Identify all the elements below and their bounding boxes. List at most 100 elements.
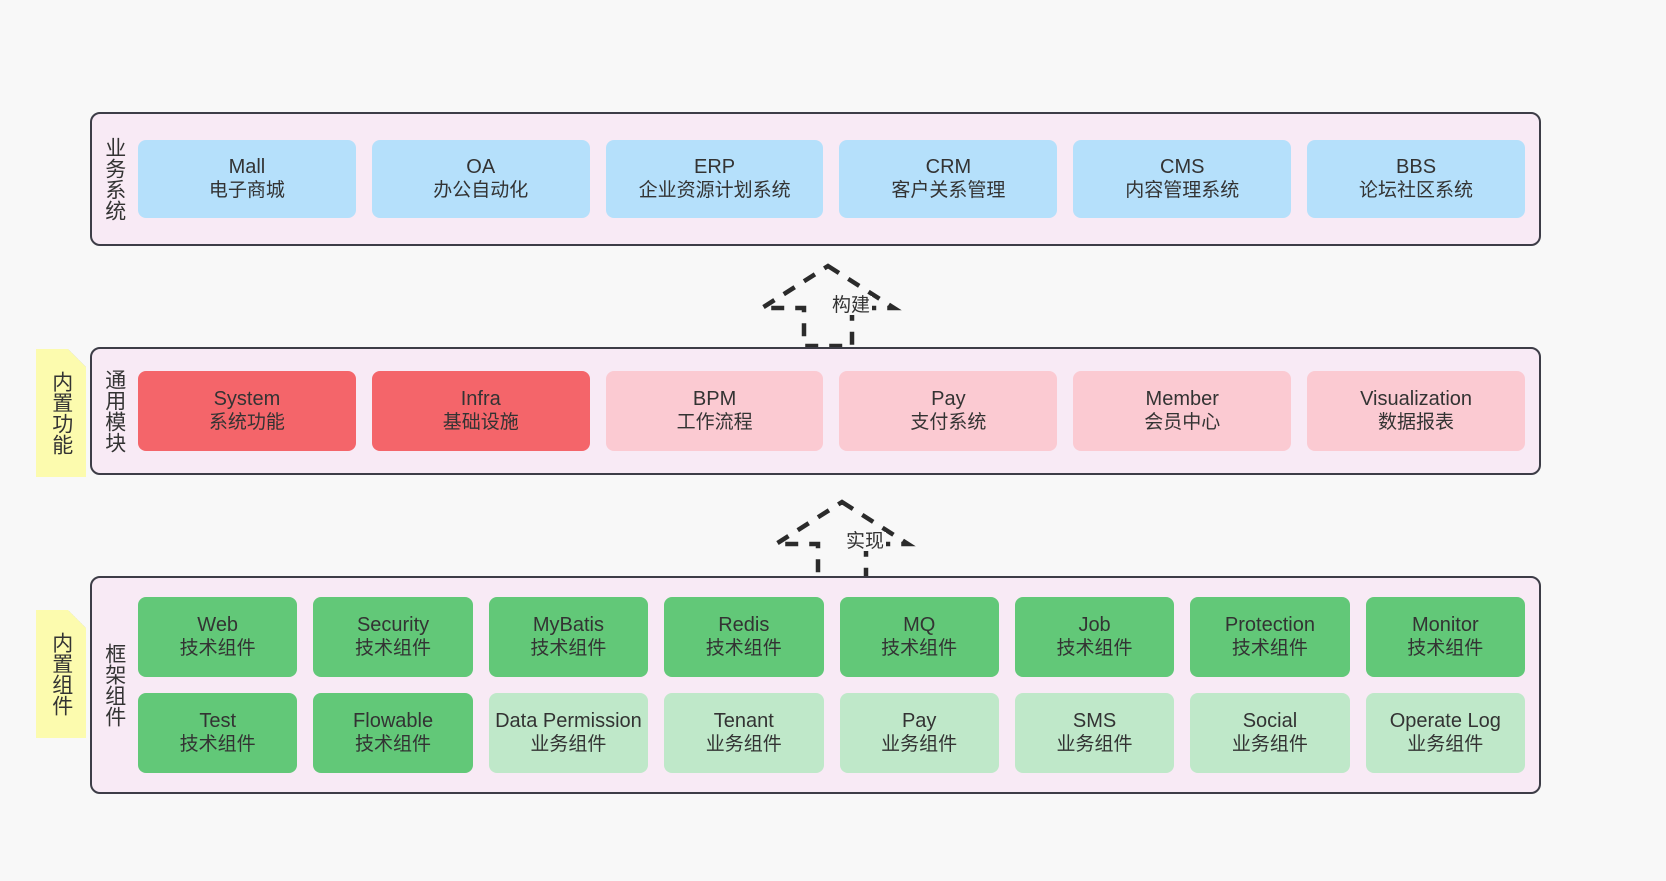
node-title: Flowable xyxy=(353,709,434,732)
note-builtin-component: 内置组件 xyxy=(36,610,86,738)
node-title: Tenant xyxy=(713,709,774,732)
node-title: BPM xyxy=(692,387,737,410)
node-subtitle: 工作流程 xyxy=(676,412,753,434)
node-subtitle: 内容管理系统 xyxy=(1125,180,1240,202)
node-visualization[interactable]: Visualization 数据报表 xyxy=(1307,371,1525,451)
node-subtitle: 论坛社区系统 xyxy=(1359,180,1474,202)
node-pay-module[interactable]: Pay 支付系统 xyxy=(839,371,1058,451)
note-label: 内置功能 xyxy=(49,371,73,455)
node-title: Test xyxy=(199,709,237,732)
node-subtitle: 支付系统 xyxy=(910,412,987,434)
node-subtitle: 技术组件 xyxy=(705,638,782,660)
node-job[interactable]: Job 技术组件 xyxy=(1014,597,1175,677)
node-subtitle: 客户关系管理 xyxy=(891,180,1006,202)
node-oa[interactable]: OA 办公自动化 xyxy=(371,140,590,218)
node-title: ERP xyxy=(694,155,736,178)
node-subtitle: 会员中心 xyxy=(1144,412,1221,434)
node-subtitle: 技术组件 xyxy=(179,638,256,660)
connector-build-shape xyxy=(754,263,902,349)
node-subtitle: 基础设施 xyxy=(442,412,519,434)
node-title: System xyxy=(213,387,281,410)
layer-label-framework-components: 框架组件 xyxy=(102,643,126,727)
node-data-permission[interactable]: Data Permission 业务组件 xyxy=(488,693,649,773)
node-title: SMS xyxy=(1072,709,1117,732)
node-title: Protection xyxy=(1224,613,1315,636)
note-label: 内置组件 xyxy=(49,632,73,716)
layer-label-business-systems: 业务系统 xyxy=(102,137,126,221)
node-subtitle: 技术组件 xyxy=(355,734,432,756)
node-row: Mall 电子商城 OA 办公自动化 ERP 企业资源计划系统 CRM 客户关系… xyxy=(138,140,1525,218)
node-subtitle: 办公自动化 xyxy=(433,180,529,202)
node-title: CRM xyxy=(925,155,972,178)
node-protection[interactable]: Protection 技术组件 xyxy=(1190,597,1350,677)
node-title: MQ xyxy=(903,613,936,636)
connector-implement: 实现 xyxy=(768,498,916,585)
node-subtitle: 技术组件 xyxy=(530,638,607,660)
node-title: Visualization xyxy=(1360,387,1473,410)
node-member[interactable]: Member 会员中心 xyxy=(1073,371,1292,451)
node-tenant[interactable]: Tenant 业务组件 xyxy=(664,693,824,773)
node-title: Social xyxy=(1242,709,1298,732)
connector-implement-shape xyxy=(768,499,916,585)
node-title: Redis xyxy=(718,613,770,636)
layer-business-systems: 业务系统 Mall 电子商城 OA 办公自动化 ERP 企业资源计划系统 CRM… xyxy=(90,112,1541,246)
node-title: Monitor xyxy=(1411,613,1479,636)
node-subtitle: 业务组件 xyxy=(881,734,958,756)
layer-framework-components: 框架组件 Web 技术组件 Security 技术组件 MyBatis 技术组件… xyxy=(90,576,1541,794)
node-title: Member xyxy=(1145,387,1219,410)
node-mq[interactable]: MQ 技术组件 xyxy=(839,597,999,677)
node-title: Data Permission xyxy=(495,709,642,732)
node-title: MyBatis xyxy=(532,613,604,636)
node-security[interactable]: Security 技术组件 xyxy=(313,597,473,677)
node-erp[interactable]: ERP 企业资源计划系统 xyxy=(605,140,824,218)
node-subtitle: 企业资源计划系统 xyxy=(638,180,791,202)
node-cms[interactable]: CMS 内容管理系统 xyxy=(1073,140,1292,218)
connector-build: 构建 xyxy=(754,262,902,349)
node-mall[interactable]: Mall 电子商城 xyxy=(138,140,356,218)
layer-body-framework-components: Web 技术组件 Security 技术组件 MyBatis 技术组件 Redi… xyxy=(136,578,1539,792)
node-subtitle: 业务组件 xyxy=(1231,734,1308,756)
node-title: Infra xyxy=(460,387,501,410)
layer-body-common-modules: System 系统功能 Infra 基础设施 BPM 工作流程 Pay 支付系统… xyxy=(136,349,1539,473)
node-mybatis[interactable]: MyBatis 技术组件 xyxy=(488,597,649,677)
node-subtitle: 技术组件 xyxy=(1231,638,1308,660)
node-subtitle: 技术组件 xyxy=(881,638,958,660)
node-subtitle: 系统功能 xyxy=(208,412,285,434)
node-subtitle: 技术组件 xyxy=(1056,638,1133,660)
node-bbs[interactable]: BBS 论坛社区系统 xyxy=(1307,140,1525,218)
node-sms[interactable]: SMS 业务组件 xyxy=(1014,693,1175,773)
node-row: Web 技术组件 Security 技术组件 MyBatis 技术组件 Redi… xyxy=(138,597,1525,677)
node-social[interactable]: Social 业务组件 xyxy=(1190,693,1350,773)
node-flowable[interactable]: Flowable 技术组件 xyxy=(313,693,473,773)
node-redis[interactable]: Redis 技术组件 xyxy=(664,597,824,677)
layer-body-business-systems: Mall 电子商城 OA 办公自动化 ERP 企业资源计划系统 CRM 客户关系… xyxy=(136,114,1539,244)
node-system[interactable]: System 系统功能 xyxy=(138,371,356,451)
note-builtin-function: 内置功能 xyxy=(36,349,86,477)
node-row: System 系统功能 Infra 基础设施 BPM 工作流程 Pay 支付系统… xyxy=(138,371,1525,451)
node-title: Web xyxy=(197,613,239,636)
node-test[interactable]: Test 技术组件 xyxy=(138,693,298,773)
node-subtitle: 电子商城 xyxy=(208,180,285,202)
node-title: Job xyxy=(1078,613,1111,636)
node-operate-log[interactable]: Operate Log 业务组件 xyxy=(1365,693,1525,773)
node-title: OA xyxy=(466,155,496,178)
node-web[interactable]: Web 技术组件 xyxy=(138,597,298,677)
node-title: Mall xyxy=(228,155,266,178)
node-pay-component[interactable]: Pay 业务组件 xyxy=(839,693,999,773)
node-title: CMS xyxy=(1160,155,1205,178)
node-bpm[interactable]: BPM 工作流程 xyxy=(605,371,824,451)
node-crm[interactable]: CRM 客户关系管理 xyxy=(839,140,1058,218)
node-title: Operate Log xyxy=(1389,709,1501,732)
node-subtitle: 业务组件 xyxy=(705,734,782,756)
node-row: Test 技术组件 Flowable 技术组件 Data Permission … xyxy=(138,693,1525,773)
node-monitor[interactable]: Monitor 技术组件 xyxy=(1365,597,1525,677)
layer-label-common-modules: 通用模块 xyxy=(102,369,126,453)
node-subtitle: 业务组件 xyxy=(530,734,607,756)
node-title: Security xyxy=(356,613,430,636)
node-subtitle: 技术组件 xyxy=(355,638,432,660)
node-title: BBS xyxy=(1396,155,1437,178)
node-subtitle: 数据报表 xyxy=(1378,412,1455,434)
node-subtitle: 技术组件 xyxy=(179,734,256,756)
node-infra[interactable]: Infra 基础设施 xyxy=(371,371,590,451)
